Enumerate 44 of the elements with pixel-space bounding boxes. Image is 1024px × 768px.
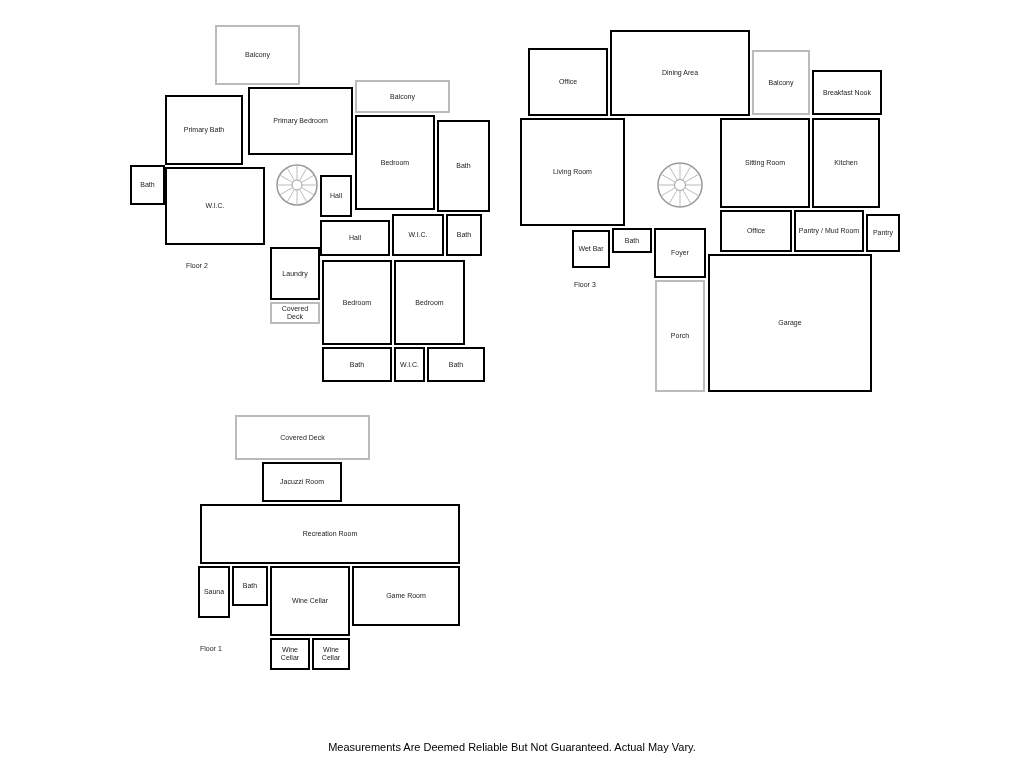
room-outline	[248, 87, 353, 155]
room-outline	[320, 175, 352, 217]
room-outline	[270, 638, 310, 670]
outdoor-area-outline	[235, 415, 370, 460]
room-outline	[446, 214, 482, 256]
room-outline	[270, 566, 350, 636]
room-outline	[812, 70, 882, 115]
outdoor-area-outline	[215, 25, 300, 85]
room-outline	[812, 118, 880, 208]
room-outline	[198, 566, 230, 618]
room-outline	[392, 214, 444, 256]
room-outline	[612, 228, 652, 253]
room-outline	[520, 118, 625, 226]
room-outline	[572, 230, 610, 268]
room-outline	[708, 254, 872, 392]
outdoor-area-outline	[655, 280, 705, 392]
room-outline	[200, 504, 460, 564]
room-outline	[720, 118, 810, 208]
room-outline	[427, 347, 485, 382]
room-outline	[355, 115, 435, 210]
outdoor-area-outline	[752, 50, 810, 115]
room-outline	[312, 638, 350, 670]
room-outline	[130, 165, 165, 205]
room-outline	[528, 48, 608, 116]
room-outline	[322, 347, 392, 382]
room-outline	[232, 566, 268, 606]
room-outline	[654, 228, 706, 278]
room-outline	[394, 347, 425, 382]
room-outline	[394, 260, 465, 345]
room-outline	[866, 214, 900, 252]
disclaimer-caption: Measurements Are Deemed Reliable But Not Guaranteed. Actual May Vary.	[328, 741, 696, 753]
room-outline	[437, 120, 490, 212]
room-outline	[320, 220, 390, 256]
room-outline	[720, 210, 792, 252]
room-outline	[262, 462, 342, 502]
room-outline	[270, 247, 320, 300]
room-outline	[165, 167, 265, 245]
room-outline	[794, 210, 864, 252]
room-outline	[165, 95, 243, 165]
room-outline	[352, 566, 460, 626]
room-outline	[322, 260, 392, 345]
outdoor-area-outline	[355, 80, 450, 113]
outdoor-area-outline	[270, 302, 320, 324]
room-outline	[610, 30, 750, 116]
